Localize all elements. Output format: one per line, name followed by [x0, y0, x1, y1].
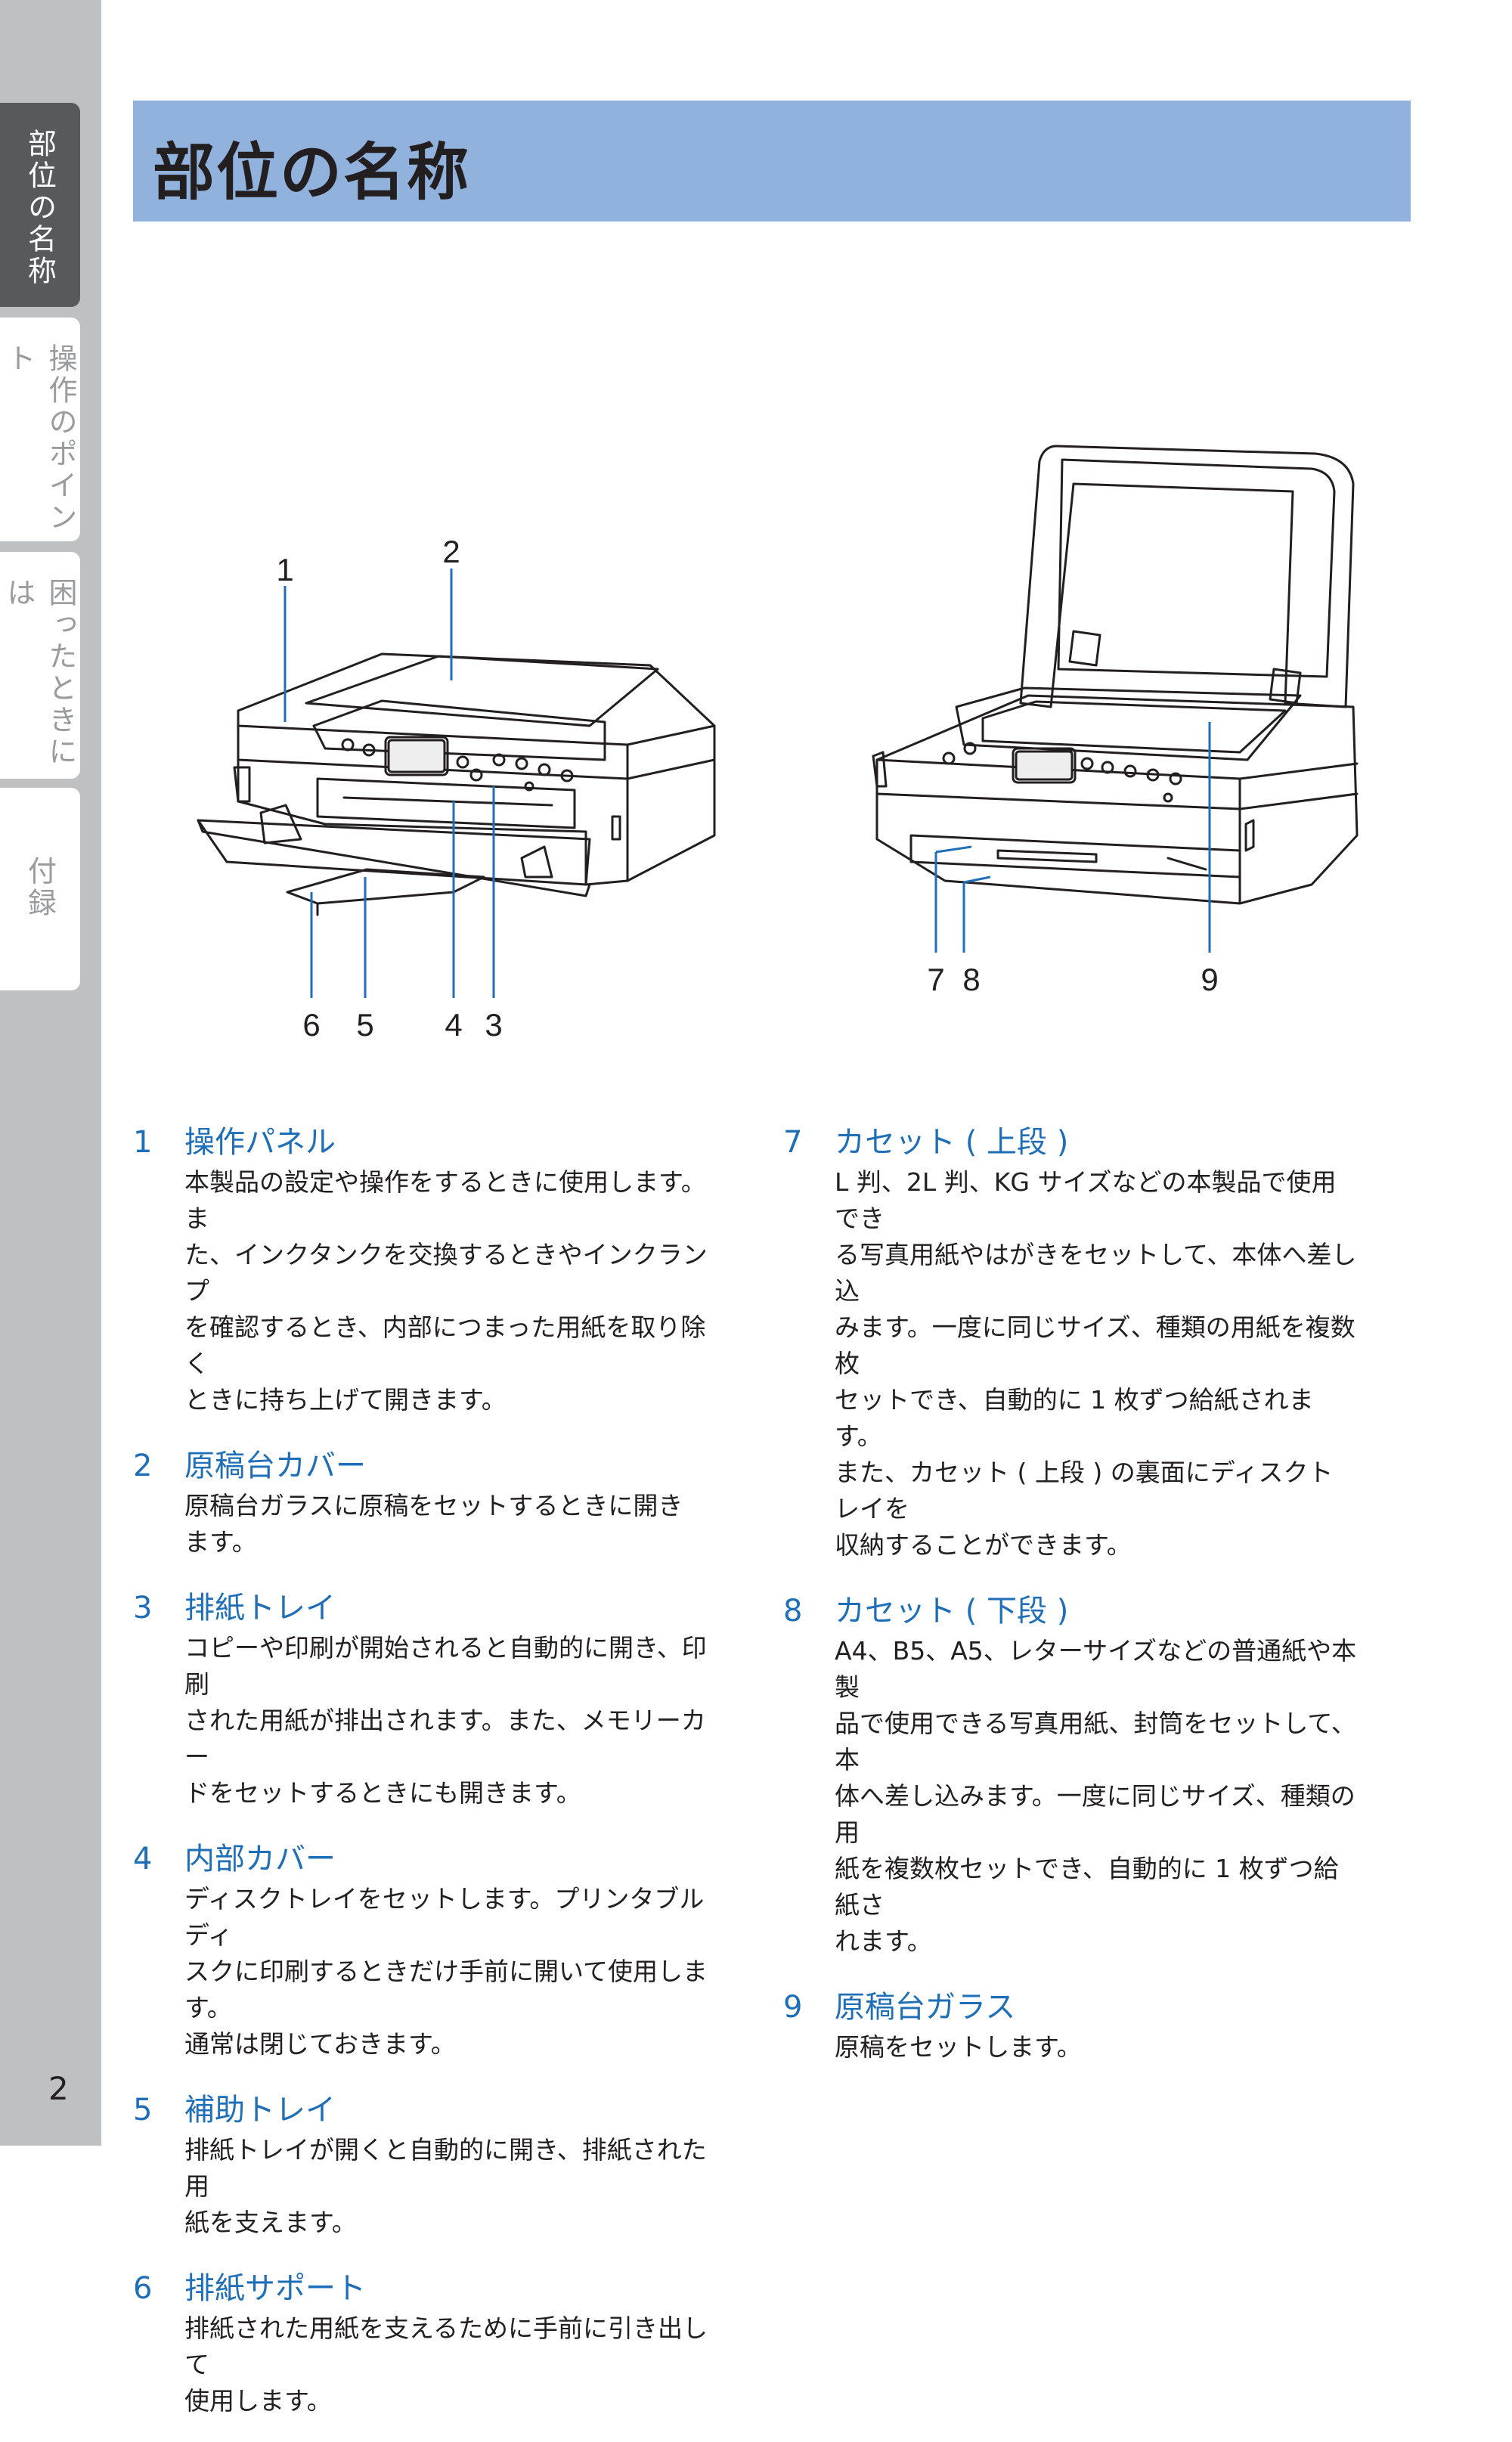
tab-appendix[interactable]: 付録 — [0, 788, 80, 990]
part-item: 2 原稿台カバー 原稿台ガラスに原稿をセットするときに開きます。 — [133, 1441, 708, 1560]
printer-illustration: 1 2 3 4 5 6 7 8 9 — [197, 445, 1359, 1043]
callout-lines — [284, 569, 1211, 998]
part-title: 原稿台ガラス — [835, 1990, 1016, 2025]
part-title: 排紙トレイ — [184, 1591, 336, 1625]
parts-list-right: 7 カセット ( 上段 ) L 判、2L 判、KG サイズなどの本製品で使用でき… — [783, 1117, 1358, 2088]
part-description: 本製品の設定や操作をするときに使用します。ま た、インクタンクを交換するときやイ… — [184, 1167, 708, 1415]
part-title: 補助トレイ — [184, 2093, 336, 2127]
page-title: 部位の名称 — [153, 137, 471, 209]
part-number: 4 — [133, 1842, 153, 1876]
part-item: 9 原稿台ガラス 原稿をセットします。 — [783, 1982, 1358, 2065]
tab-troubleshooting[interactable]: 困ったときには — [0, 552, 80, 779]
part-item: 8 カセット ( 下段 ) A4、B5、A5、レターサイズなどの普通紙や本製 品… — [783, 1586, 1358, 1960]
part-item: 1 操作パネル 本製品の設定や操作をするときに使用します。ま た、インクタンクを… — [133, 1117, 708, 1418]
printer-scanner-view — [872, 445, 1359, 905]
part-description: L 判、2L 判、KG サイズなどの本製品で使用でき る写真用紙やはがきをセット… — [835, 1167, 1357, 1560]
part-item: 4 内部カバー ディスクトレイをセットします。プリンタブルディ スクに印刷すると… — [133, 1834, 708, 2062]
tab-label: 部位の名称 — [23, 129, 57, 287]
part-number: 8 — [783, 1594, 803, 1629]
side-rail: 部位の名称 操作のポイント 困ったときには 付録 — [0, 0, 101, 2146]
part-description: コピーや印刷が開始されると自動的に開き、印刷 された用紙が排出されます。また、メ… — [184, 1633, 707, 1808]
parts-list-left: 1 操作パネル 本製品の設定や操作をするときに使用します。ま た、インクタンクを… — [133, 1117, 708, 2442]
tab-parts-names[interactable]: 部位の名称 — [0, 103, 80, 307]
part-number: 5 — [133, 2093, 153, 2127]
part-description: 排紙された用紙を支えるために手前に引き出して 使用します。 — [184, 2313, 708, 2416]
part-item: 7 カセット ( 上段 ) L 判、2L 判、KG サイズなどの本製品で使用でき… — [783, 1117, 1358, 1563]
part-number: 2 — [133, 1449, 153, 1483]
part-title: 操作パネル — [184, 1125, 336, 1160]
callout-1: 1 — [276, 552, 293, 587]
title-banner: 部位の名称 — [133, 101, 1411, 222]
tab-operation-points[interactable]: 操作のポイント — [0, 318, 80, 541]
page-number: 2 — [48, 2070, 69, 2107]
callout-3: 3 — [485, 1007, 502, 1043]
callout-6: 6 — [302, 1007, 320, 1043]
part-number: 1 — [133, 1125, 153, 1160]
part-title: 原稿台カバー — [184, 1449, 366, 1483]
part-item: 5 補助トレイ 排紙トレイが開くと自動的に開き、排紙された用 紙を支えます。 — [133, 2085, 708, 2241]
tab-label: 操作のポイント — [2, 343, 77, 534]
part-title: カセット ( 下段 ) — [835, 1594, 1069, 1629]
tab-label: 困ったときには — [2, 578, 77, 768]
tab-label: 付録 — [23, 856, 57, 919]
part-title: 排紙サポート — [184, 2271, 366, 2306]
part-item: 3 排紙トレイ コピーや印刷が開始されると自動的に開き、印刷 された用紙が排出さ… — [133, 1583, 708, 1811]
part-description: 排紙トレイが開くと自動的に開き、排紙された用 紙を支えます。 — [184, 2135, 707, 2237]
callout-4: 4 — [445, 1007, 462, 1043]
part-description: A4、B5、A5、レターサイズなどの普通紙や本製 品で使用できる写真用紙、封筒を… — [835, 1636, 1357, 1956]
callout-8: 8 — [962, 962, 980, 997]
part-number: 3 — [133, 1591, 153, 1625]
part-description: 原稿をセットします。 — [835, 2032, 1082, 2062]
callout-7: 7 — [927, 962, 944, 997]
part-description: 原稿台ガラスに原稿をセットするときに開きます。 — [184, 1491, 683, 1557]
part-number: 7 — [783, 1125, 803, 1160]
part-description: ディスクトレイをセットします。プリンタブルディ スクに印刷するときだけ手前に開い… — [184, 1884, 708, 2059]
callout-5: 5 — [356, 1007, 373, 1043]
part-title: カセット ( 上段 ) — [835, 1125, 1069, 1160]
printer-front-view — [197, 652, 716, 916]
callout-9: 9 — [1201, 962, 1218, 997]
part-item: 6 排紙サポート 排紙された用紙を支えるために手前に引き出して 使用します。 — [133, 2264, 708, 2419]
part-number: 9 — [783, 1990, 803, 2025]
part-number: 6 — [133, 2271, 153, 2306]
part-title: 内部カバー — [184, 1842, 336, 1876]
callout-2: 2 — [442, 534, 460, 569]
